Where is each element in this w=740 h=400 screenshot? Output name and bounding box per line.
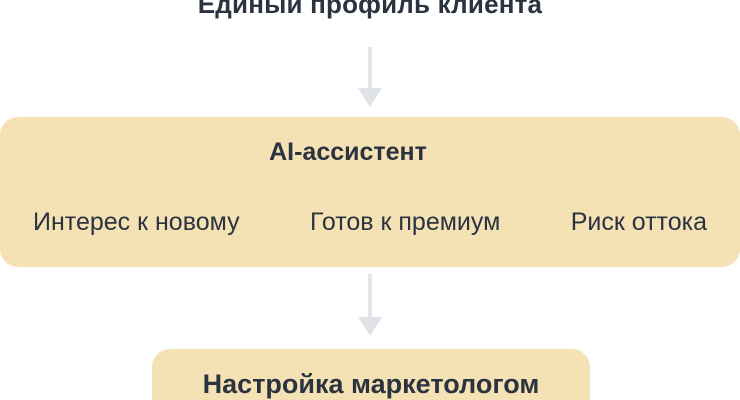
segment-interest-in-new: Интерес к новому <box>33 208 240 236</box>
arrow-stem <box>368 274 372 317</box>
marketer-setup-title: Настройка маркетологом <box>202 369 540 399</box>
unified-profile-label: Единый профиль клиента <box>197 0 543 19</box>
marketer-setup-box: Настройка маркетологом <box>152 349 590 400</box>
arrow-down-icon <box>0 274 740 336</box>
arrow-stem <box>368 47 372 88</box>
arrow-down-icon <box>0 47 740 107</box>
ai-assistant-title: AI-ассистент <box>269 138 427 166</box>
segment-ready-for-premium: Готов к премиум <box>309 208 501 236</box>
ai-assistant-box: AI-ассистент Интерес к новому Готов к пр… <box>0 117 740 267</box>
arrow-head <box>358 88 382 107</box>
segment-churn-risk: Риск оттока <box>570 208 707 236</box>
arrow-head <box>358 317 382 336</box>
segment-row: Интерес к новому Готов к премиум Риск от… <box>33 207 707 237</box>
